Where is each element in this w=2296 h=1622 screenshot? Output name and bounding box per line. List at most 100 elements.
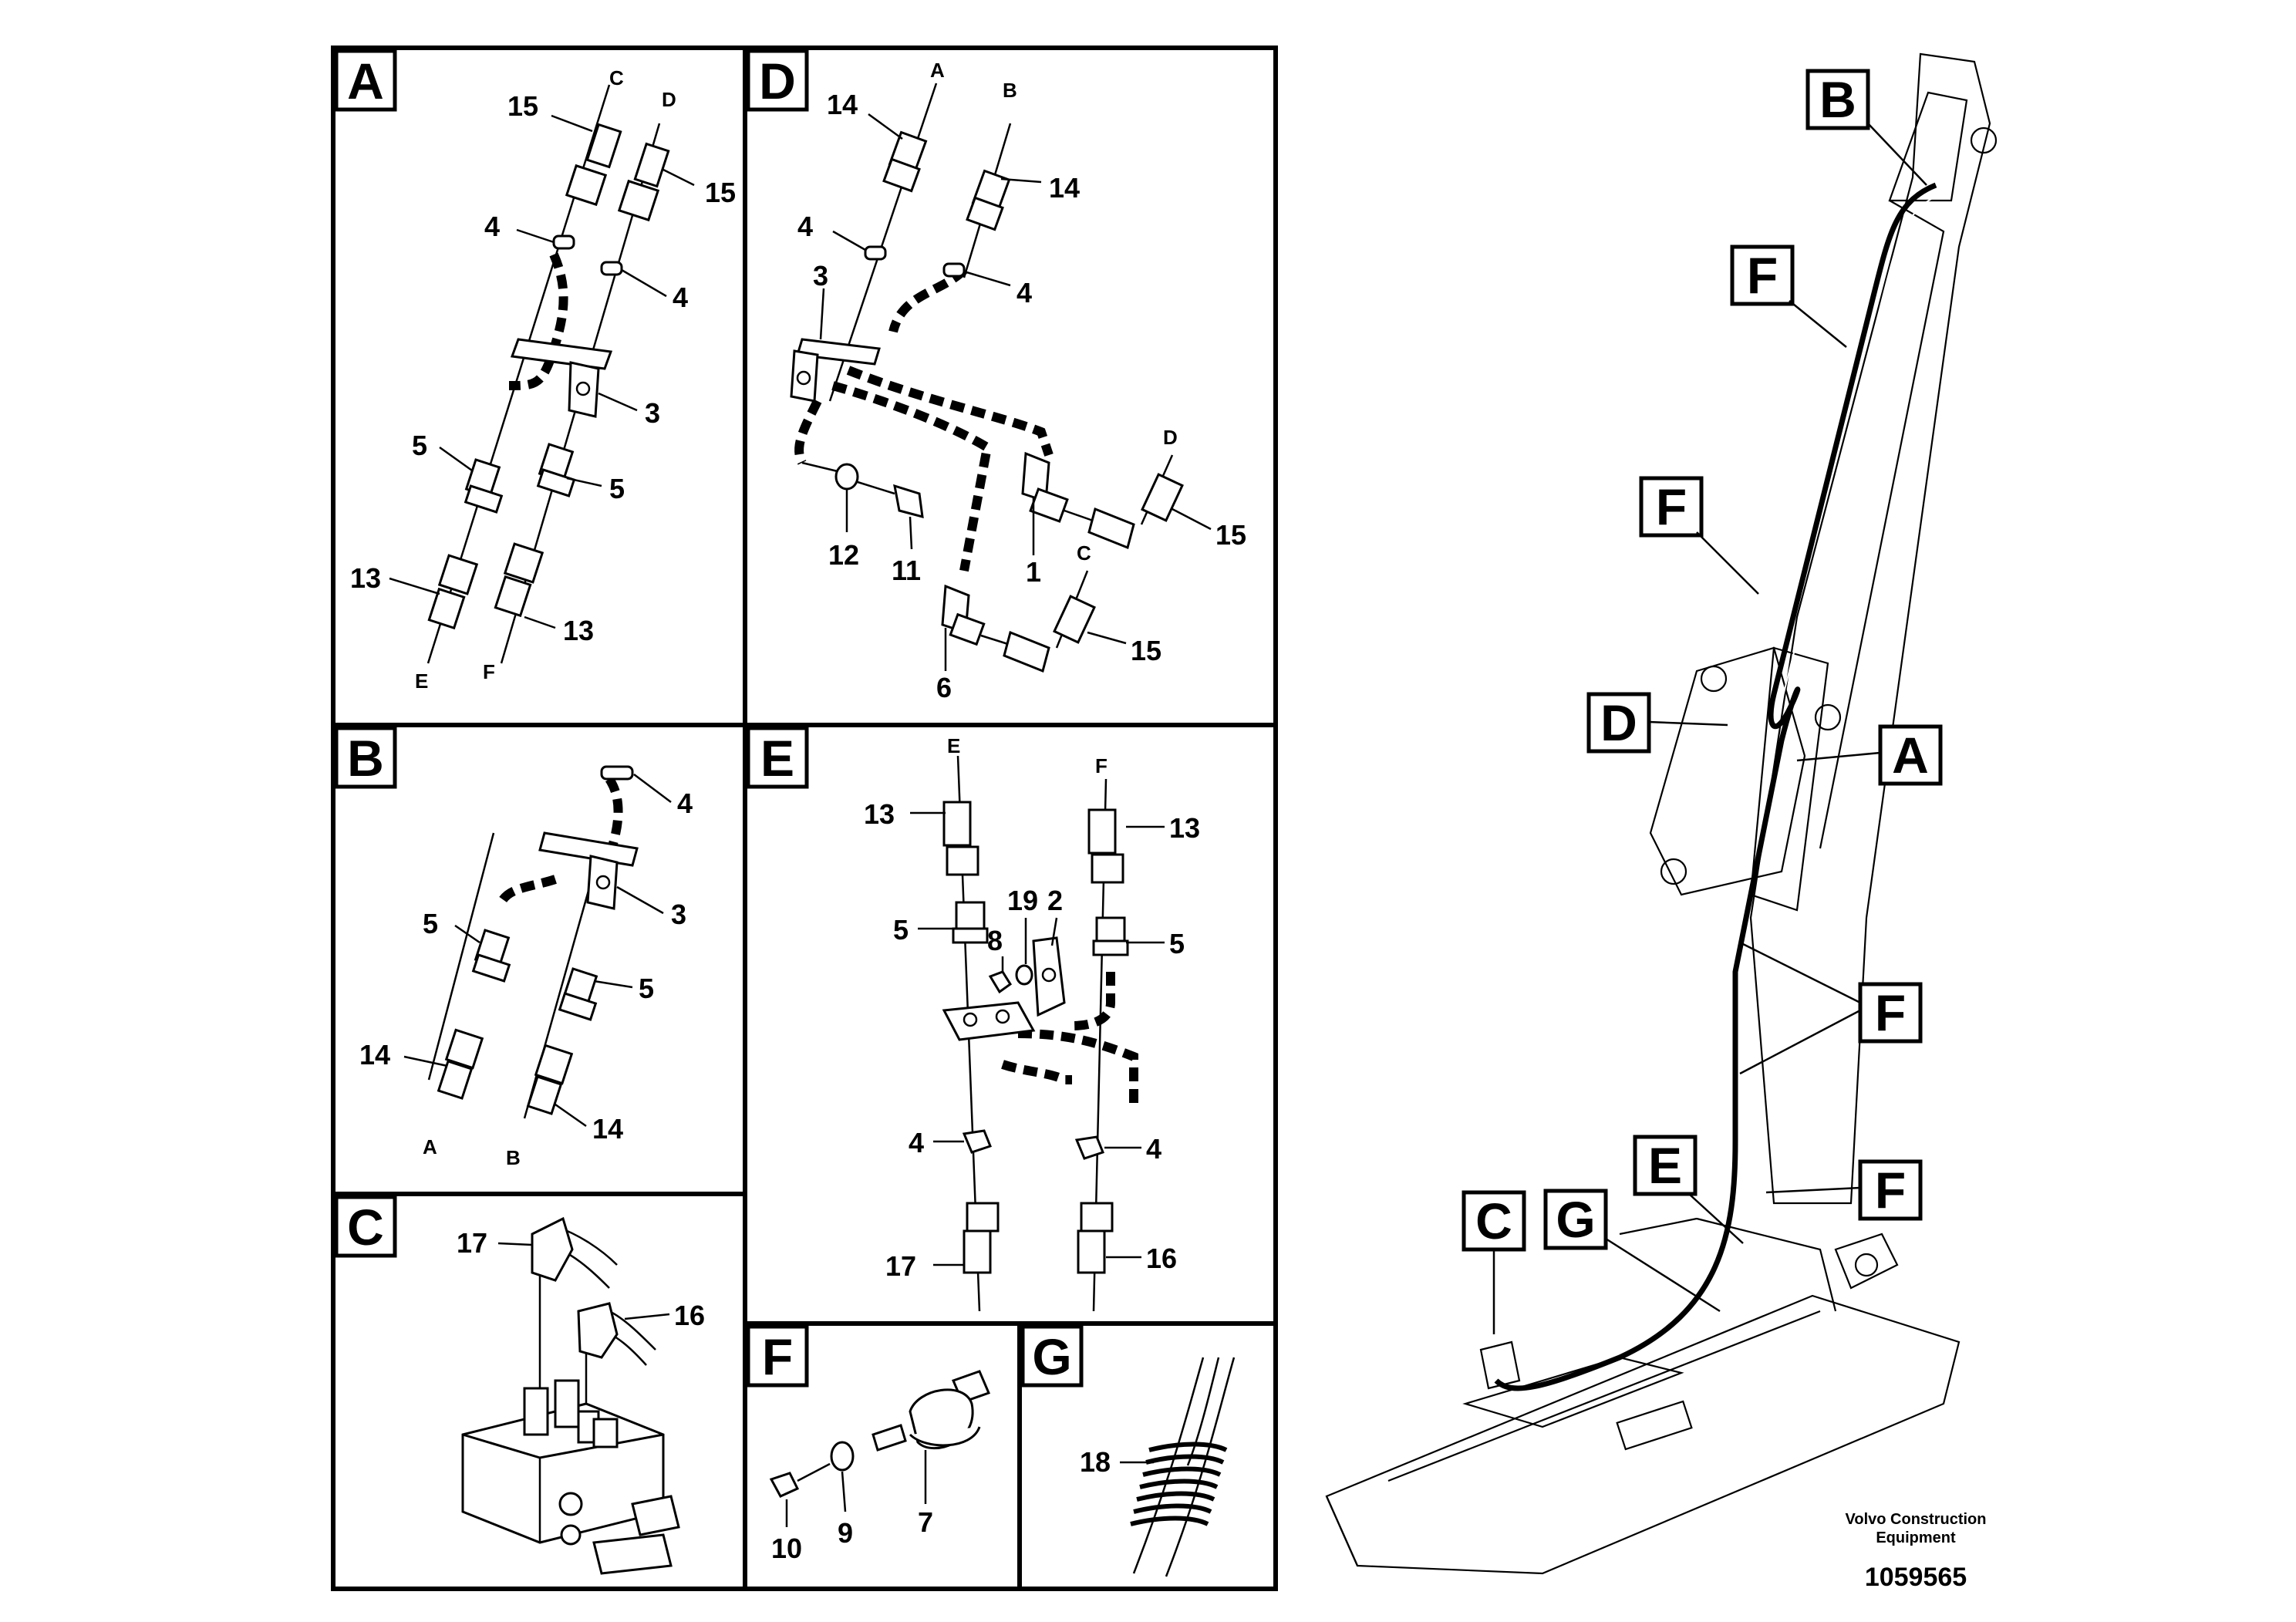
panel-label-b: B bbox=[334, 726, 397, 789]
svg-text:C: C bbox=[347, 1199, 384, 1256]
svg-text:G: G bbox=[1556, 1191, 1595, 1248]
svg-text:A: A bbox=[1892, 727, 1929, 784]
svg-text:D: D bbox=[1600, 694, 1637, 751]
drawing-number: 1059565 bbox=[1865, 1563, 1967, 1592]
overview-tag-d: D bbox=[1586, 692, 1728, 754]
svg-text:4: 4 bbox=[1146, 1133, 1161, 1165]
panel-e-drawing: 13 13 19 2 5 8 5 4 4 17 16 E F bbox=[864, 734, 1200, 1312]
svg-text:17: 17 bbox=[457, 1227, 487, 1259]
svg-text:A: A bbox=[423, 1135, 437, 1158]
svg-text:F: F bbox=[1656, 478, 1687, 535]
svg-text:E: E bbox=[415, 669, 428, 693]
svg-text:6: 6 bbox=[936, 672, 952, 703]
machine-overview bbox=[1325, 52, 1998, 1575]
svg-text:14: 14 bbox=[359, 1039, 390, 1071]
svg-text:F: F bbox=[1747, 247, 1778, 304]
svg-text:D: D bbox=[662, 88, 676, 111]
svg-text:7: 7 bbox=[918, 1506, 933, 1538]
panel-a-drawing: 15 15 4 4 3 5 5 13 13 C D E F bbox=[350, 66, 736, 693]
overview-tag-f-4: F bbox=[1765, 1159, 1923, 1221]
svg-text:5: 5 bbox=[423, 908, 438, 939]
svg-text:14: 14 bbox=[1049, 172, 1080, 204]
svg-text:A: A bbox=[930, 59, 945, 82]
svg-text:13: 13 bbox=[350, 562, 381, 594]
overview-tag-f-3: F bbox=[1739, 941, 1923, 1075]
svg-text:13: 13 bbox=[563, 615, 594, 646]
panel-g-drawing: 18 bbox=[1080, 1357, 1236, 1577]
overview-tag-g: G bbox=[1543, 1189, 1721, 1313]
svg-text:B: B bbox=[1003, 79, 1017, 102]
svg-text:10: 10 bbox=[771, 1533, 802, 1564]
svg-text:14: 14 bbox=[827, 89, 858, 120]
brand-line-1: Volvo Construction bbox=[1846, 1511, 1987, 1528]
svg-text:8: 8 bbox=[987, 925, 1003, 956]
svg-text:16: 16 bbox=[1146, 1243, 1177, 1274]
panel-c-drawing: 17 16 bbox=[457, 1216, 705, 1575]
svg-text:4: 4 bbox=[797, 211, 813, 242]
svg-text:C: C bbox=[1077, 541, 1091, 565]
svg-text:4: 4 bbox=[1017, 277, 1032, 309]
brand-line-2: Equipment bbox=[1876, 1529, 1956, 1546]
svg-text:17: 17 bbox=[885, 1250, 916, 1282]
svg-text:12: 12 bbox=[828, 539, 859, 571]
panel-d-drawing: 14 14 4 4 3 12 11 1 15 6 15 A B D C bbox=[790, 59, 1246, 703]
overview-tag-b: B bbox=[1805, 69, 1927, 186]
svg-text:F: F bbox=[1095, 754, 1108, 777]
svg-text:13: 13 bbox=[1169, 812, 1200, 844]
panel-label-f: F bbox=[746, 1324, 809, 1388]
overview-tag-f-1: F bbox=[1730, 244, 1847, 348]
panel-grid bbox=[331, 46, 1278, 1591]
svg-text:18: 18 bbox=[1080, 1446, 1111, 1478]
svg-text:19: 19 bbox=[1007, 885, 1038, 916]
panel-b-drawing: 4 3 5 5 14 14 A B bbox=[359, 765, 693, 1169]
panel-label-e: E bbox=[746, 726, 809, 789]
panel-label-g: G bbox=[1020, 1324, 1084, 1388]
svg-text:15: 15 bbox=[1131, 635, 1161, 666]
svg-text:4: 4 bbox=[677, 787, 693, 819]
svg-text:F: F bbox=[483, 660, 495, 683]
svg-text:F: F bbox=[762, 1328, 793, 1385]
panel-label-c: C bbox=[334, 1195, 397, 1258]
svg-text:11: 11 bbox=[892, 555, 921, 586]
svg-text:E: E bbox=[1648, 1137, 1682, 1194]
panel-label-a: A bbox=[334, 49, 397, 112]
svg-text:2: 2 bbox=[1047, 885, 1063, 916]
svg-text:15: 15 bbox=[507, 90, 538, 122]
svg-text:5: 5 bbox=[1169, 928, 1185, 959]
overview-tag-c: C bbox=[1462, 1190, 1526, 1334]
svg-text:C: C bbox=[1475, 1192, 1512, 1249]
svg-text:5: 5 bbox=[609, 473, 625, 504]
svg-text:15: 15 bbox=[1215, 519, 1246, 551]
drawing-footer: Volvo Construction Equipment 1059565 bbox=[1846, 1511, 1987, 1592]
overview-tag-a: A bbox=[1796, 724, 1943, 786]
svg-text:D: D bbox=[1163, 426, 1178, 449]
svg-text:B: B bbox=[1819, 71, 1856, 128]
svg-text:A: A bbox=[347, 52, 384, 110]
svg-text:C: C bbox=[609, 66, 624, 89]
panel-f-drawing: 10 9 7 bbox=[769, 1370, 991, 1564]
svg-text:9: 9 bbox=[838, 1517, 853, 1549]
svg-text:4: 4 bbox=[673, 282, 688, 313]
svg-text:5: 5 bbox=[639, 973, 654, 1004]
svg-text:B: B bbox=[506, 1146, 521, 1169]
svg-text:16: 16 bbox=[674, 1300, 705, 1331]
svg-text:4: 4 bbox=[909, 1127, 924, 1158]
svg-text:D: D bbox=[759, 52, 796, 110]
overview-tag-f-2: F bbox=[1639, 476, 1759, 595]
svg-text:B: B bbox=[347, 730, 384, 787]
svg-text:3: 3 bbox=[813, 260, 828, 292]
svg-text:1: 1 bbox=[1026, 556, 1041, 588]
svg-text:F: F bbox=[1875, 984, 1906, 1041]
svg-text:15: 15 bbox=[705, 177, 736, 208]
svg-text:E: E bbox=[760, 730, 794, 787]
svg-text:3: 3 bbox=[645, 397, 660, 429]
svg-text:5: 5 bbox=[412, 430, 427, 461]
svg-text:3: 3 bbox=[671, 899, 686, 930]
svg-text:F: F bbox=[1875, 1162, 1906, 1219]
overview-tag-e: E bbox=[1633, 1135, 1744, 1244]
svg-text:14: 14 bbox=[592, 1113, 623, 1145]
svg-text:13: 13 bbox=[864, 798, 895, 830]
svg-text:4: 4 bbox=[484, 211, 500, 242]
svg-text:E: E bbox=[947, 734, 960, 757]
